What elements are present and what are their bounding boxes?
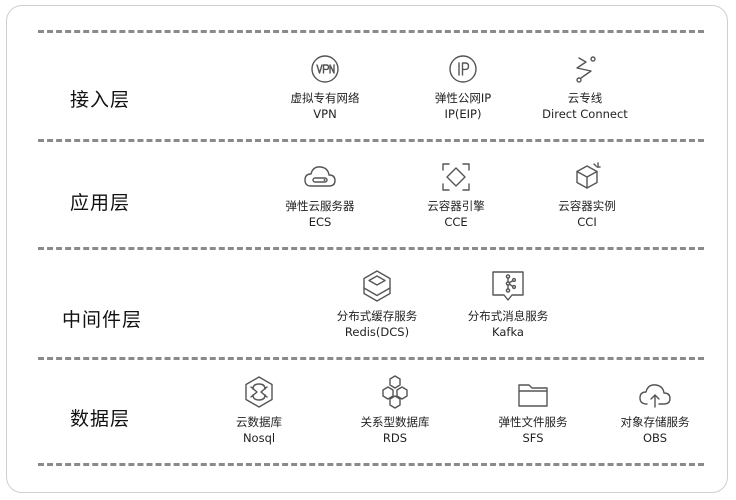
service-cce[interactable]: 云容器引擎 CCE — [381, 160, 531, 230]
service-name: 云容器引擎 — [427, 199, 485, 213]
service-abbr: RDS — [382, 431, 408, 445]
diagram-frame — [6, 5, 728, 493]
cloud-server-icon — [304, 166, 336, 187]
service-direct-connect[interactable]: 云专线 Direct Connect — [510, 52, 660, 122]
service-name: 分布式消息服务 — [467, 309, 549, 323]
service-name: 弹性公网IP — [434, 91, 492, 105]
separator-2 — [38, 247, 704, 250]
service-abbr: Direct Connect — [542, 107, 628, 121]
service-ecs[interactable]: 弹性云服务器 ECS — [245, 160, 395, 230]
service-name: 分布式缓存服务 — [336, 309, 418, 323]
service-abbr: CCE — [444, 215, 468, 229]
cloud-upload-icon — [639, 384, 671, 408]
ip-icon — [449, 55, 477, 83]
service-name: 弹性文件服务 — [498, 415, 568, 429]
service-dcs[interactable]: 分布式缓存服务 Redis(DCS) — [302, 268, 452, 340]
service-vpn[interactable]: 虚拟专有网络 VPN — [250, 52, 400, 122]
service-abbr: ECS — [308, 215, 332, 229]
service-name: 虚拟专有网络 — [290, 91, 360, 105]
service-name: 云容器实例 — [558, 199, 616, 213]
service-name: 对象存储服务 — [620, 415, 690, 429]
cache-icon — [363, 270, 391, 302]
service-abbr: SFS — [522, 431, 544, 445]
service-name: 弹性云服务器 — [285, 199, 355, 213]
service-abbr: OBS — [642, 431, 668, 445]
service-name: 云数据库 — [236, 415, 282, 429]
separator-3 — [38, 357, 704, 360]
separator-1 — [38, 139, 704, 142]
service-name: 关系型数据库 — [360, 415, 430, 429]
separator-top — [38, 30, 704, 33]
layer-title-access: 接入层 — [70, 89, 131, 111]
direct-connect-icon — [576, 56, 596, 83]
layer-title-middleware: 中间件层 — [62, 309, 143, 331]
service-eip[interactable]: 弹性公网IP IP(EIP) — [388, 52, 538, 122]
service-abbr: Kafka — [492, 325, 524, 339]
container-instance-icon — [576, 162, 601, 189]
service-obs[interactable]: 对象存储服务 OBS — [580, 380, 730, 446]
service-abbr: IP(EIP) — [444, 107, 482, 121]
service-rds[interactable]: 关系型数据库 RDS — [320, 374, 470, 446]
service-abbr: CCI — [577, 215, 597, 229]
folder-icon — [518, 384, 548, 407]
message-icon — [492, 271, 524, 301]
service-abbr: Nosql — [242, 431, 276, 445]
relational-database-icon — [382, 375, 408, 409]
service-abbr: VPN — [313, 107, 337, 121]
layer-title-data: 数据层 — [70, 408, 131, 430]
container-engine-icon — [442, 163, 470, 191]
service-abbr: Redis(DCS) — [344, 325, 410, 339]
vpn-icon — [311, 55, 339, 83]
nosql-database-icon — [245, 376, 273, 408]
separator-bottom — [38, 463, 704, 466]
layer-title-application: 应用层 — [70, 192, 131, 214]
service-kafka[interactable]: 分布式消息服务 Kafka — [433, 268, 583, 340]
service-nosql[interactable]: 云数据库 Nosql — [184, 374, 334, 446]
service-cci[interactable]: 云容器实例 CCI — [512, 160, 662, 230]
service-sfs[interactable]: 弹性文件服务 SFS — [458, 380, 608, 446]
service-name: 云专线 — [567, 91, 603, 105]
